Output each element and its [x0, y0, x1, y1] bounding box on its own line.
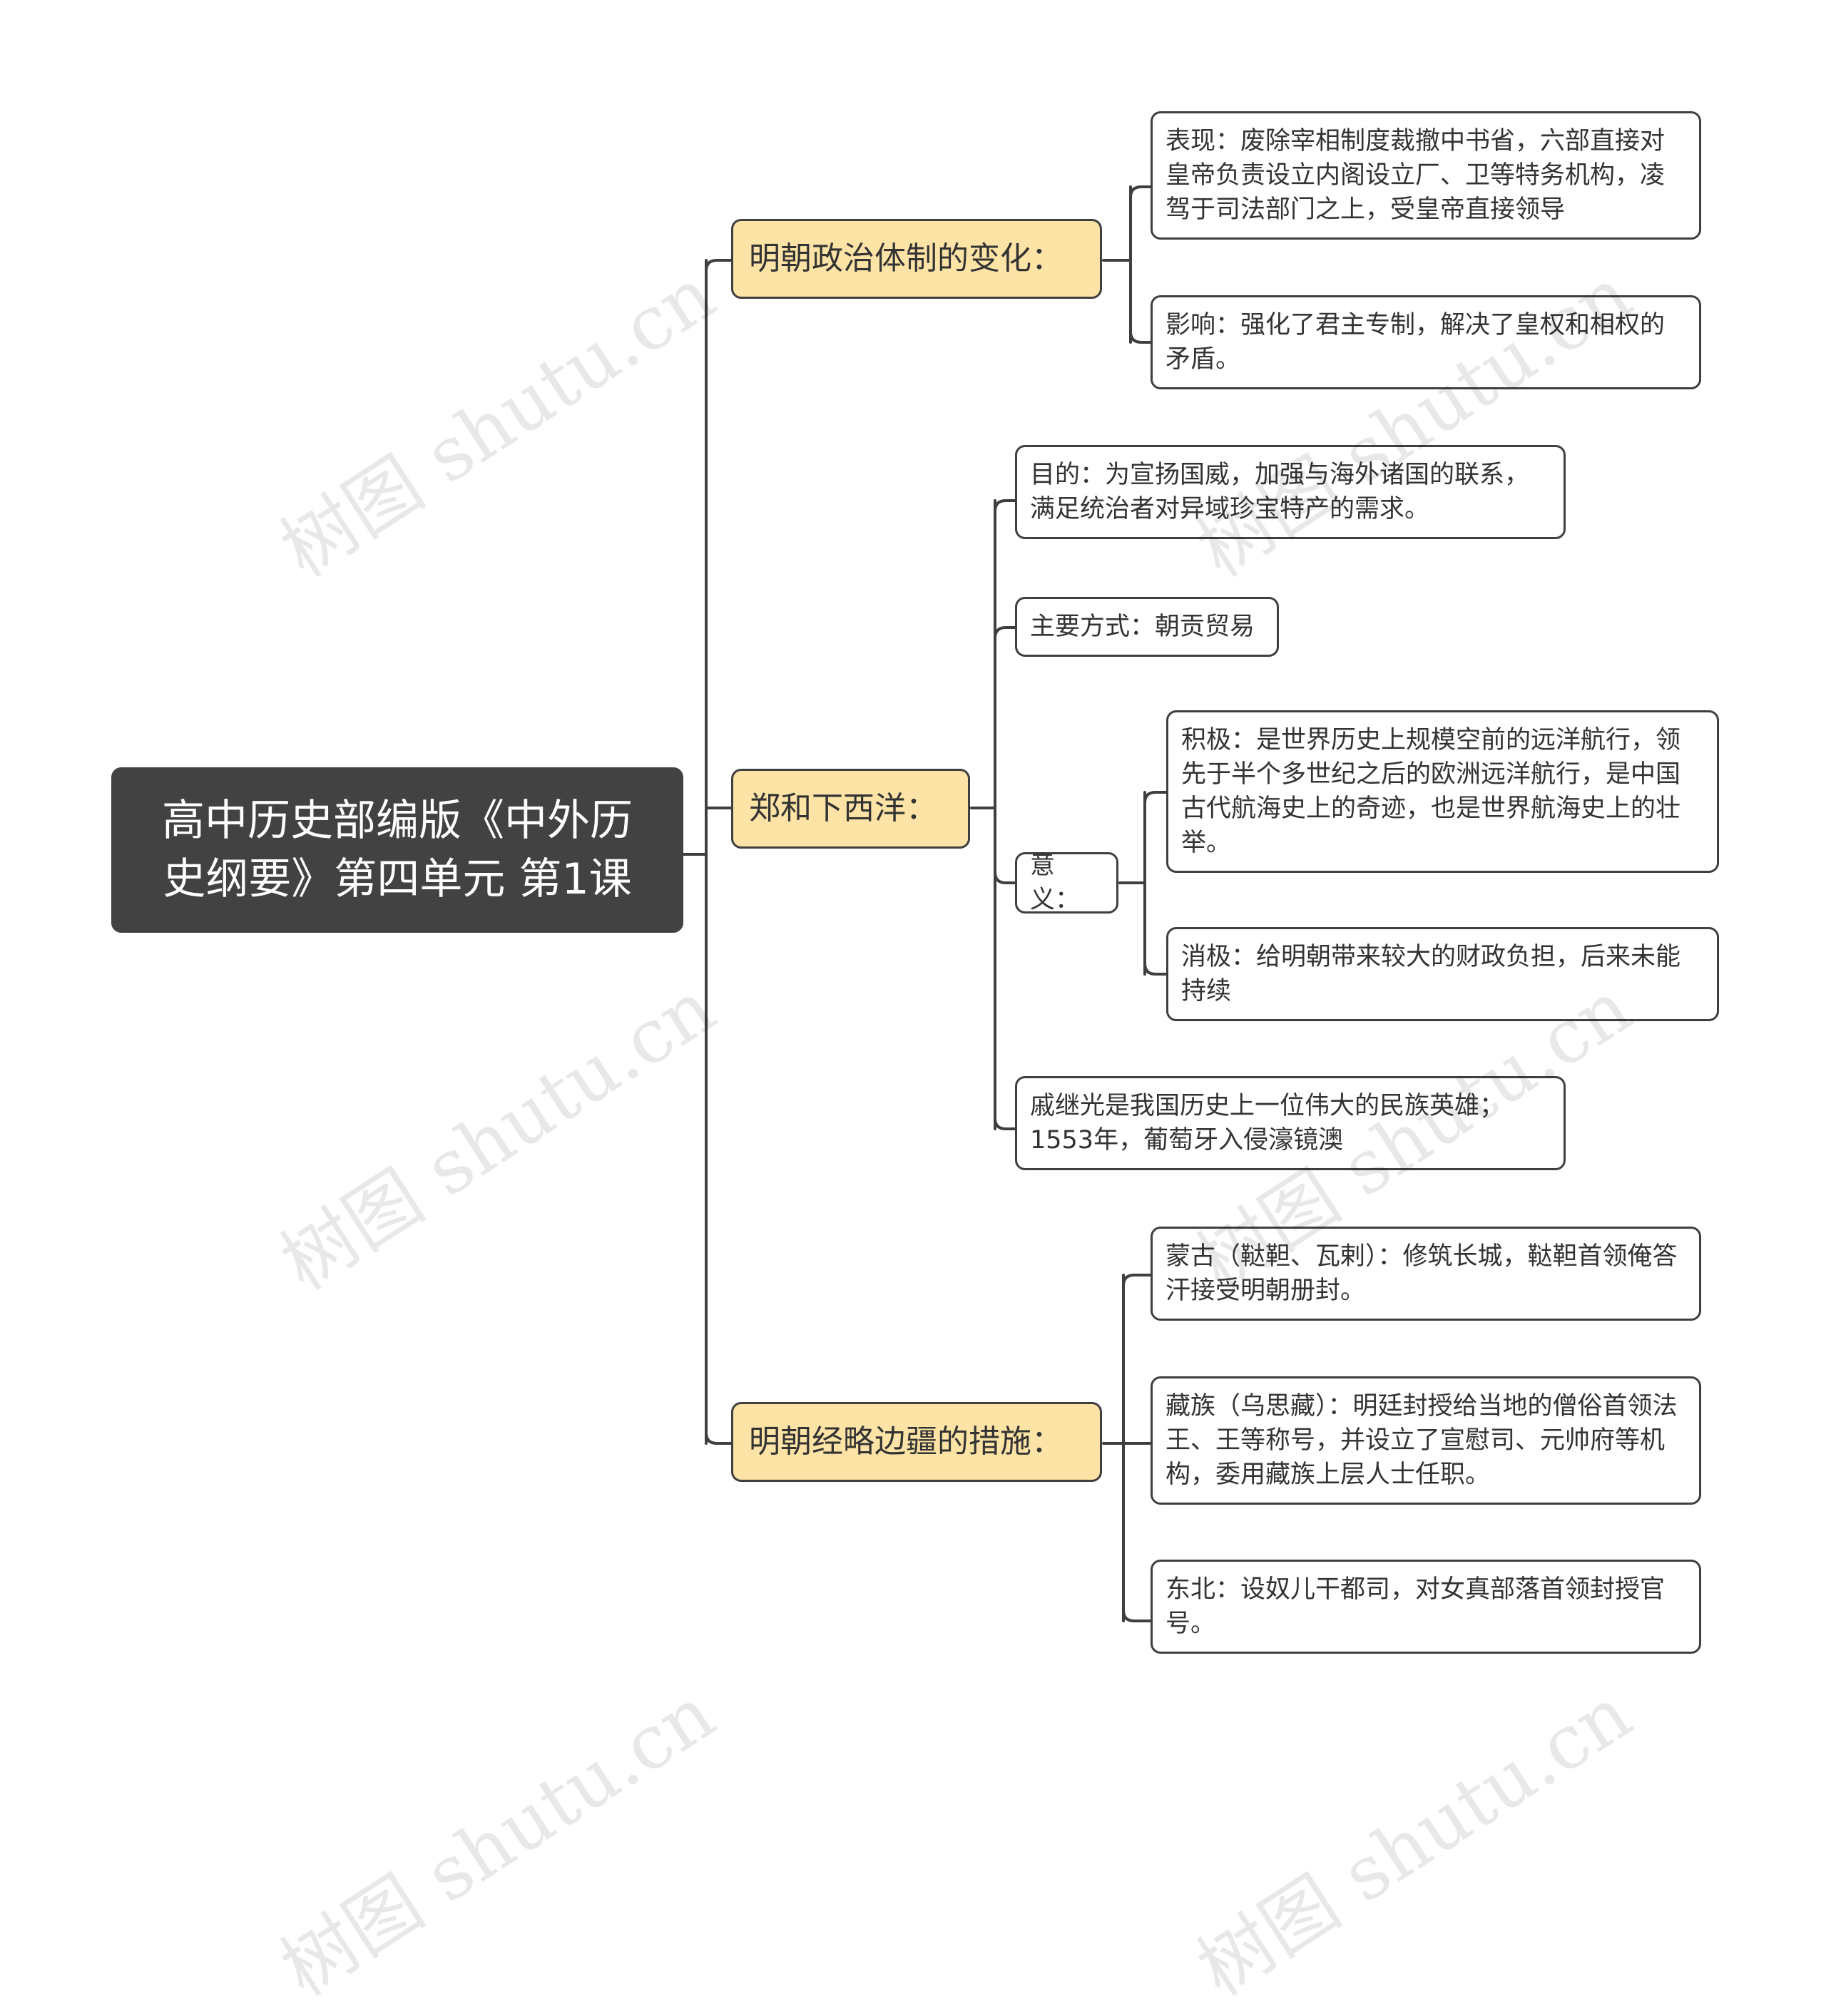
leaf-positive[interactable]: 积极：是世界历史上规模空前的远洋航行，领先于半个多世纪之后的欧洲远洋航行，是中国… — [1166, 710, 1719, 873]
branch-frontier-measures[interactable]: 明朝经略边疆的措施： — [731, 1402, 1102, 1482]
leaf-label: 目的：为宣扬国威，加强与海外诸国的联系，满足统治者对异域珍宝特产的需求。 — [1030, 461, 1530, 523]
connector-meaning-c2 — [1143, 962, 1169, 976]
connector-b1-c2 — [1129, 330, 1153, 344]
leaf-qi-jiguang[interactable]: 戚继光是我国历史上一位伟大的民族英雄；1553年，葡萄牙入侵濠镜澳 — [1015, 1076, 1566, 1170]
branch-label: 明朝政治体制的变化： — [749, 240, 1063, 277]
leaf-mongolia[interactable]: 蒙古（鞑靼、瓦剌）：修筑长城，鞑靼首领俺答汗接受明朝册封。 — [1151, 1227, 1701, 1321]
leaf-label: 影响：强化了君主专制，解决了皇权和相权的矛盾。 — [1166, 311, 1666, 374]
connector-root-branch1 — [705, 259, 734, 272]
connector-meaning-trunk — [1118, 791, 1146, 976]
connector-b3-c1 — [1122, 1274, 1153, 1287]
connector-b3-trunk — [1102, 1274, 1125, 1622]
leaf-label: 消极：给明朝带来较大的财政负担，后来未能持续 — [1181, 943, 1681, 1006]
leaf-purpose[interactable]: 目的：为宣扬国威，加强与海外诸国的联系，满足统治者对异域珍宝特产的需求。 — [1015, 445, 1566, 539]
leaf-influence[interactable]: 影响：强化了君主专制，解决了皇权和相权的矛盾。 — [1151, 295, 1701, 389]
leaf-label: 蒙古（鞑靼、瓦剌）：修筑长城，鞑靼首领俺答汗接受明朝册封。 — [1166, 1242, 1678, 1305]
leaf-label: 戚继光是我国历史上一位伟大的民族英雄；1553年，葡萄牙入侵濠镜澳 — [1030, 1092, 1505, 1155]
leaf-negative[interactable]: 消极：给明朝带来较大的财政负担，后来未能持续 — [1166, 927, 1719, 1021]
connector-meaning-c1 — [1143, 791, 1169, 804]
node-significance[interactable]: 意义： — [1015, 851, 1118, 914]
connector-b1-trunk — [1102, 185, 1132, 344]
connector-root-branch3 — [705, 1431, 734, 1445]
root-topic-label: 高中历史部编版《中外历史纲要》第四单元 第1课 — [162, 796, 633, 904]
connector-b2-c3 — [994, 871, 1018, 884]
connector-b3-c3 — [1122, 1609, 1153, 1622]
branch-label: 郑和下西洋： — [749, 790, 937, 827]
leaf-label: 表现：废除宰相制度裁撤中书省，六部直接对皇帝负责设立内阁设立厂、卫等特务机构，凌… — [1166, 127, 1666, 224]
connector-b2-trunk — [970, 499, 996, 1130]
root-topic[interactable]: 高中历史部编版《中外历史纲要》第四单元 第1课 — [111, 767, 683, 933]
leaf-main-method[interactable]: 主要方式：朝贡贸易 — [1015, 597, 1279, 657]
connector-lines — [682, 185, 1169, 1622]
branch-political-change[interactable]: 明朝政治体制的变化： — [731, 219, 1102, 299]
node-label: 意义： — [1030, 851, 1081, 914]
connector-b2-c1 — [994, 499, 1018, 513]
branch-zheng-he-voyages[interactable]: 郑和下西洋： — [731, 769, 970, 849]
connector-root-trunk — [682, 259, 708, 1445]
leaf-label: 积极：是世界历史上规模空前的远洋航行，领先于半个多世纪之后的欧洲远洋航行，是中国… — [1181, 726, 1681, 857]
leaf-tibet[interactable]: 藏族（乌思藏）：明廷封授给当地的僧俗首领法王、王等称号，并设立了宣慰司、元帅府等… — [1151, 1376, 1701, 1505]
leaf-northeast[interactable]: 东北：设奴儿干都司，对女真部落首领封授官号。 — [1151, 1560, 1701, 1654]
leaf-label: 东北：设奴儿干都司，对女真部落首领封授官号。 — [1166, 1575, 1666, 1638]
connector-b1-c1 — [1129, 185, 1153, 199]
connector-b2-c4 — [994, 1117, 1018, 1130]
leaf-manifestation[interactable]: 表现：废除宰相制度裁撤中书省，六部直接对皇帝负责设立内阁设立厂、卫等特务机构，凌… — [1151, 111, 1701, 240]
leaf-label: 藏族（乌思藏）：明廷封授给当地的僧俗首领法王、王等称号，并设立了宣慰司、元帅府等… — [1166, 1392, 1678, 1489]
leaf-label: 主要方式：朝贡贸易 — [1030, 613, 1255, 641]
connector-b2-c2 — [994, 626, 1018, 640]
branch-label: 明朝经略边疆的措施： — [749, 1423, 1063, 1460]
